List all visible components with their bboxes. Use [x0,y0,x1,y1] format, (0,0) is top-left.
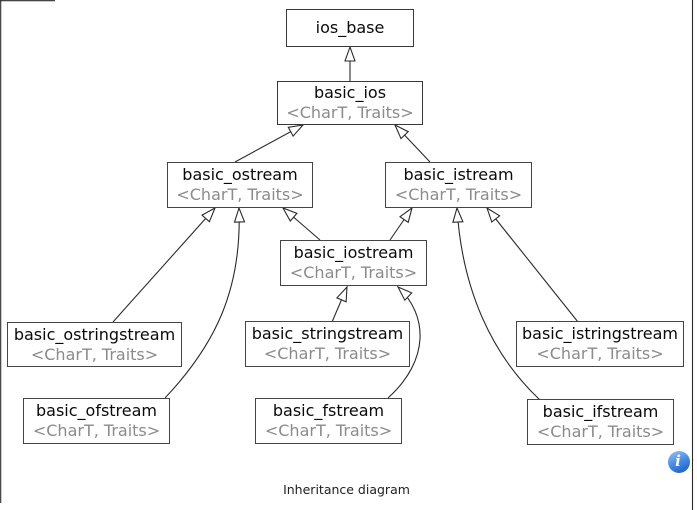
node-basic-ios: basic_ios <CharT, Traits> [277,81,423,125]
template-params: <CharT, Traits> [30,344,159,364]
template-params: <CharT, Traits> [394,185,523,204]
class-name: basic_ostream [182,165,298,184]
template-params: <CharT, Traits> [32,421,161,440]
arrow-basic_fstream-to-basic_iostream [387,285,421,399]
class-name: basic_fstream [272,401,385,420]
class-name: basic_iostream [293,243,414,262]
template-params: <CharT, Traits> [289,263,418,282]
node-ios-base: ios_base [286,9,414,47]
class-name: basic_stringstream [251,324,404,343]
class-name: basic_ostringstream [13,324,176,344]
node-basic-iostream: basic_iostream <CharT, Traits> [280,240,427,286]
arrow-basic_istream-to-basic_ios [393,123,431,163]
template-params: <CharT, Traits> [536,422,665,441]
class-name: basic_istringstream [522,324,678,343]
arrow-basic_ofstream-to-basic_ostream [164,206,246,399]
arrow-basic_iostream-to-basic_istream [389,206,413,241]
arrow-basic_ifstream-to-basic_istream [452,206,541,401]
diagram-caption: Inheritance diagram [283,482,410,497]
template-params: <CharT, Traits> [536,344,664,363]
class-name: basic_ifstream [542,402,659,421]
info-icon[interactable]: i [668,451,690,473]
class-name: basic_istream [403,165,514,184]
node-basic-ifstream: basic_ifstream <CharT, Traits> [527,399,674,445]
class-name: ios_base [315,18,385,37]
template-params: <CharT, Traits> [264,421,393,440]
node-basic-fstream: basic_fstream <CharT, Traits> [255,398,402,444]
node-basic-ostream: basic_ostream <CharT, Traits> [167,162,313,208]
arrow-basic_ostringstream-to-basic_ostream [112,206,217,323]
arrow-basic_ios-to-ios_base [344,45,356,81]
node-basic-ostringstream: basic_ostringstream <CharT, Traits> [7,322,182,367]
node-basic-stringstream: basic_stringstream <CharT, Traits> [245,321,410,367]
arrow-basic_iostream-to-basic_ostream [281,206,321,241]
template-params: <CharT, Traits> [263,344,392,363]
node-basic-istringstream: basic_istringstream <CharT, Traits> [516,321,684,367]
node-basic-ofstream: basic_ofstream <CharT, Traits> [23,398,170,444]
info-icon-glyph: i [675,451,681,470]
template-params: <CharT, Traits> [176,185,304,204]
arrow-basic_stringstream-to-basic_iostream [331,285,348,323]
class-name: basic_ios [313,83,387,102]
template-params: <CharT, Traits> [286,103,414,122]
arrow-basic_ostream-to-basic_ios [234,124,305,163]
arrow-basic_istringstream-to-basic_istream [485,206,579,323]
node-basic-istream: basic_istream <CharT, Traits> [385,162,532,208]
class-name: basic_ofstream [35,401,158,420]
